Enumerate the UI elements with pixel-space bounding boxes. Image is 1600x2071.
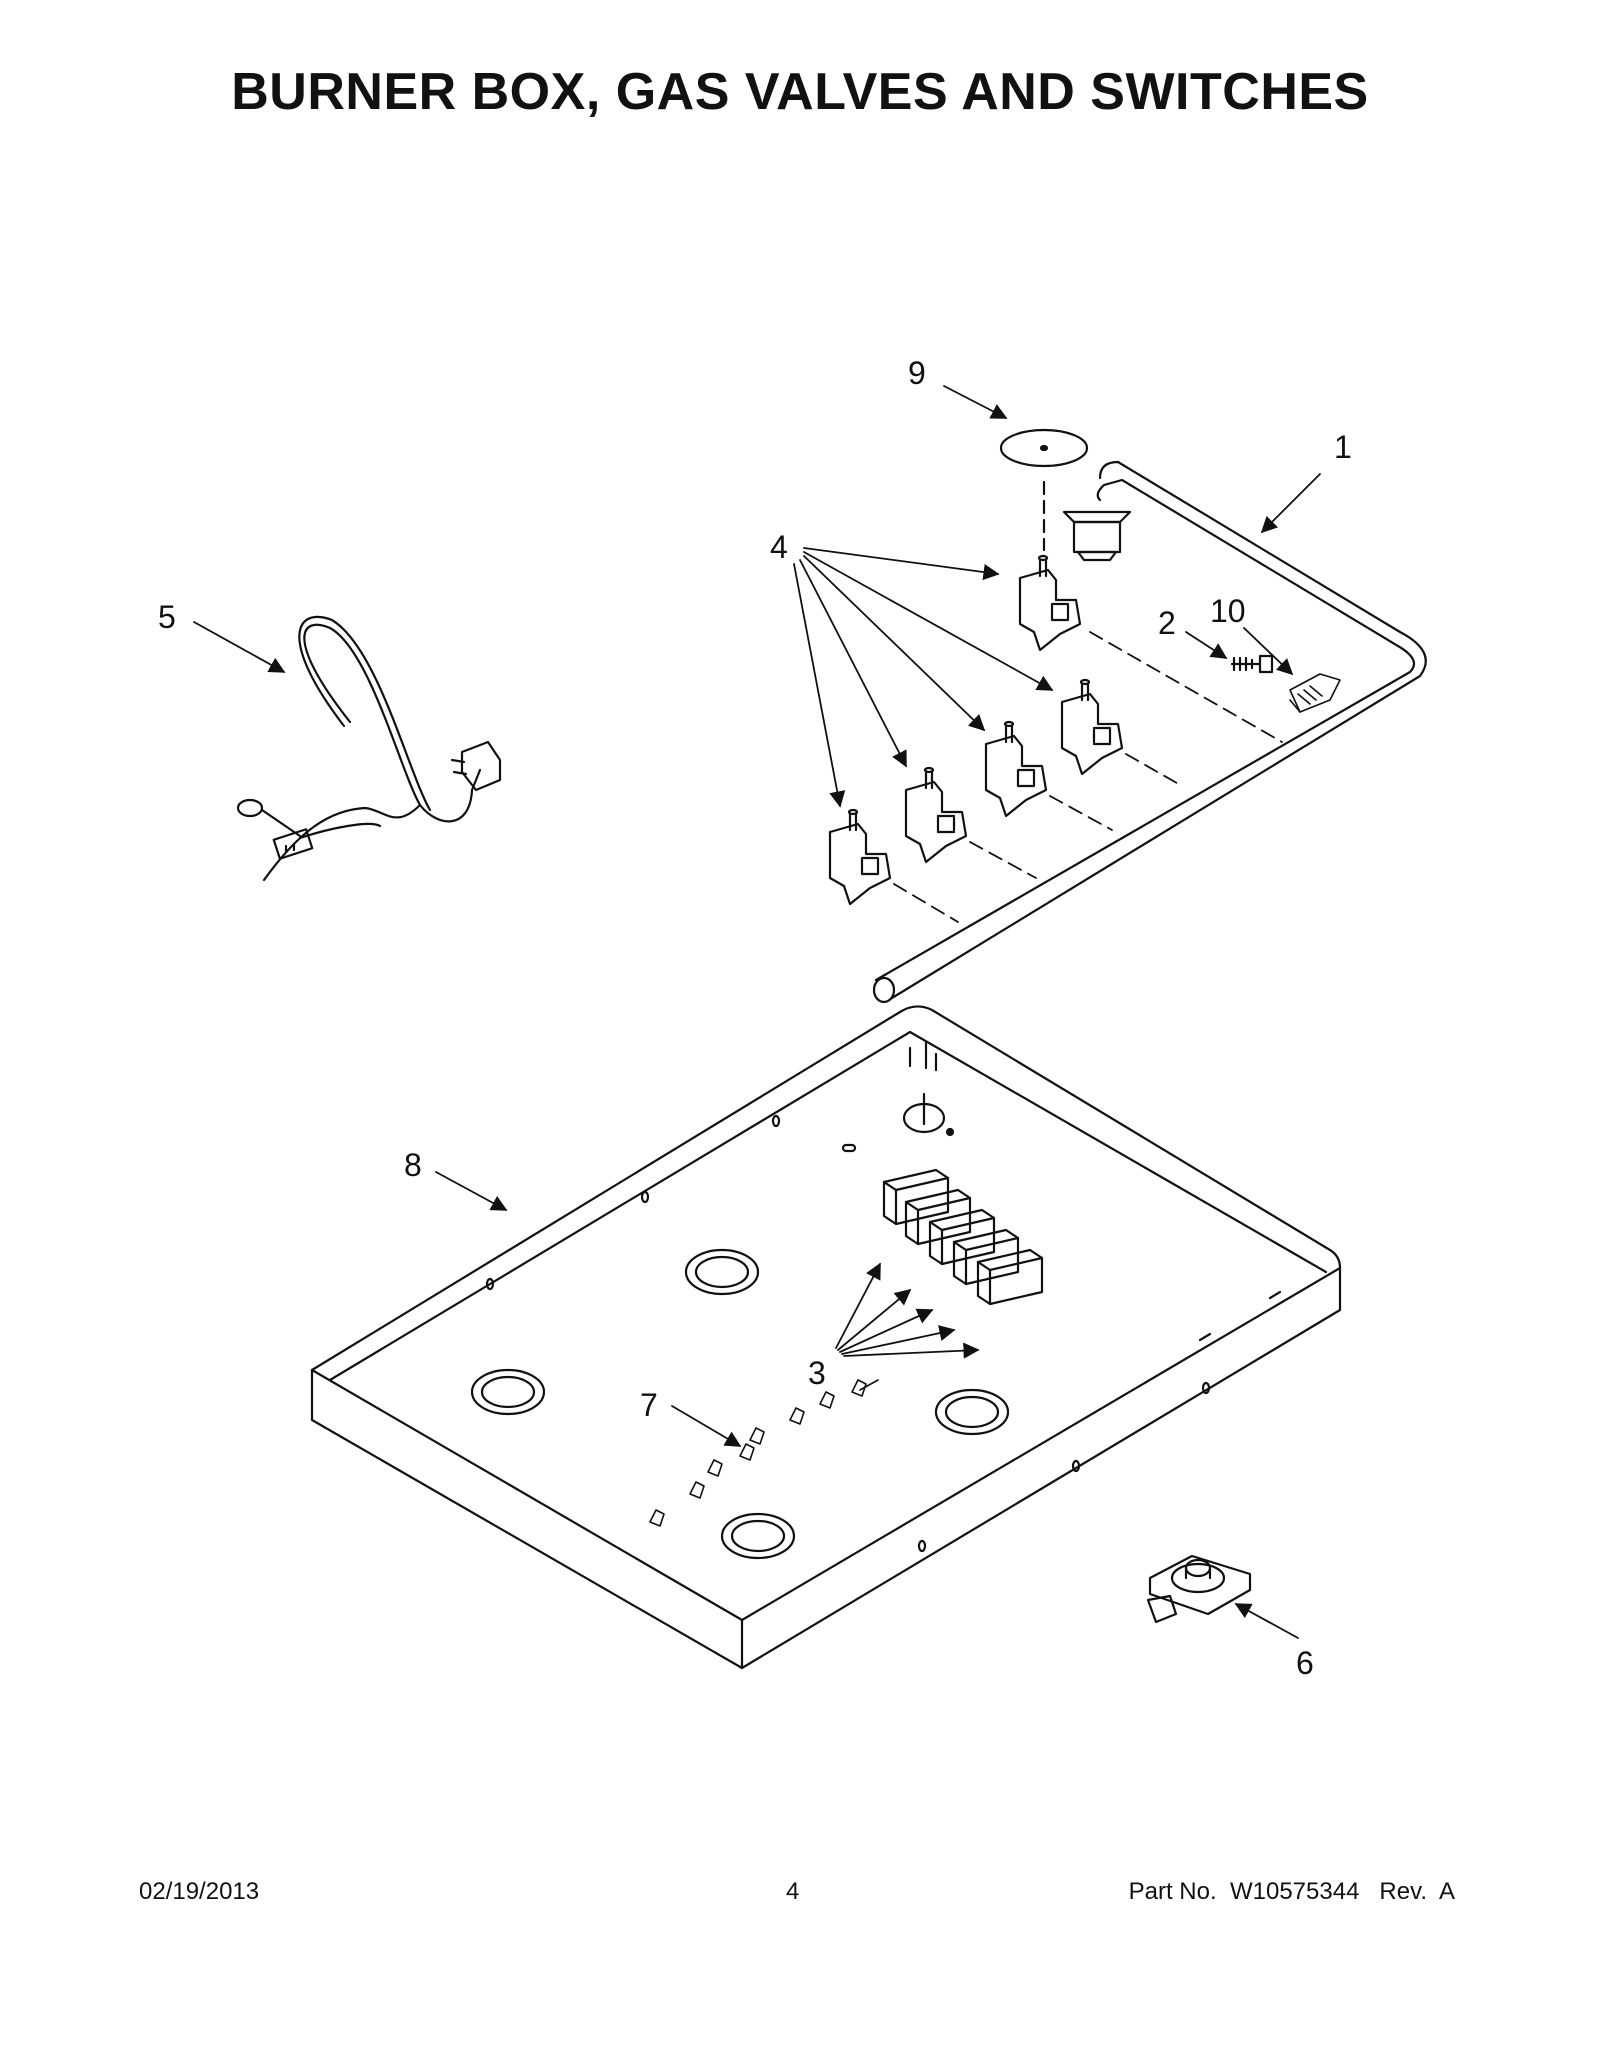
part-8-burner-box	[310, 1005, 1342, 1670]
part-5-power-cord	[236, 615, 502, 882]
footer-date: 02/19/2013	[139, 1878, 260, 1905]
part-4-gas-valve	[828, 808, 892, 906]
part-4-gas-valve	[904, 766, 968, 864]
page-title: BURNER BOX, GAS VALVES AND SWITCHES	[231, 63, 1369, 121]
valve-alignment-lines	[893, 631, 1283, 923]
part-9-cap	[999, 428, 1089, 552]
footer-page-number: 4	[786, 1878, 800, 1905]
footer-part-number: Part No. W10575344 Rev. A	[1128, 1878, 1455, 1905]
part-3-switch	[904, 1188, 972, 1246]
callout-4: 4	[770, 529, 788, 565]
callout-2: 2	[1158, 605, 1176, 641]
part-3-switch	[928, 1208, 996, 1266]
part-4-gas-valve	[984, 720, 1048, 818]
callout-9: 9	[908, 355, 926, 391]
leader-lines	[193, 385, 1321, 1639]
part-4-gas-valve	[1060, 678, 1124, 776]
part-4-gas-valve	[1018, 554, 1082, 652]
callout-7: 7	[640, 1387, 658, 1423]
callout-6: 6	[1296, 1645, 1314, 1681]
part-10-clip	[1289, 673, 1341, 713]
part-2-screw	[1230, 654, 1274, 674]
part-3-switch	[952, 1228, 1020, 1286]
part-6-igniter	[1146, 1554, 1252, 1624]
callout-1: 1	[1334, 429, 1352, 465]
part-3-switch	[976, 1248, 1044, 1306]
part-1-manifold-tube	[872, 460, 1427, 1004]
callout-3: 3	[808, 1355, 826, 1391]
part-3-switch	[882, 1168, 950, 1226]
callout-5: 5	[158, 599, 176, 635]
callout-8: 8	[404, 1147, 422, 1183]
part-7-electrodes	[649, 1379, 879, 1527]
callout-labels: 1 2 3 4 5 6 7 8 9 10	[158, 355, 1352, 1681]
callout-10: 10	[1210, 593, 1246, 629]
